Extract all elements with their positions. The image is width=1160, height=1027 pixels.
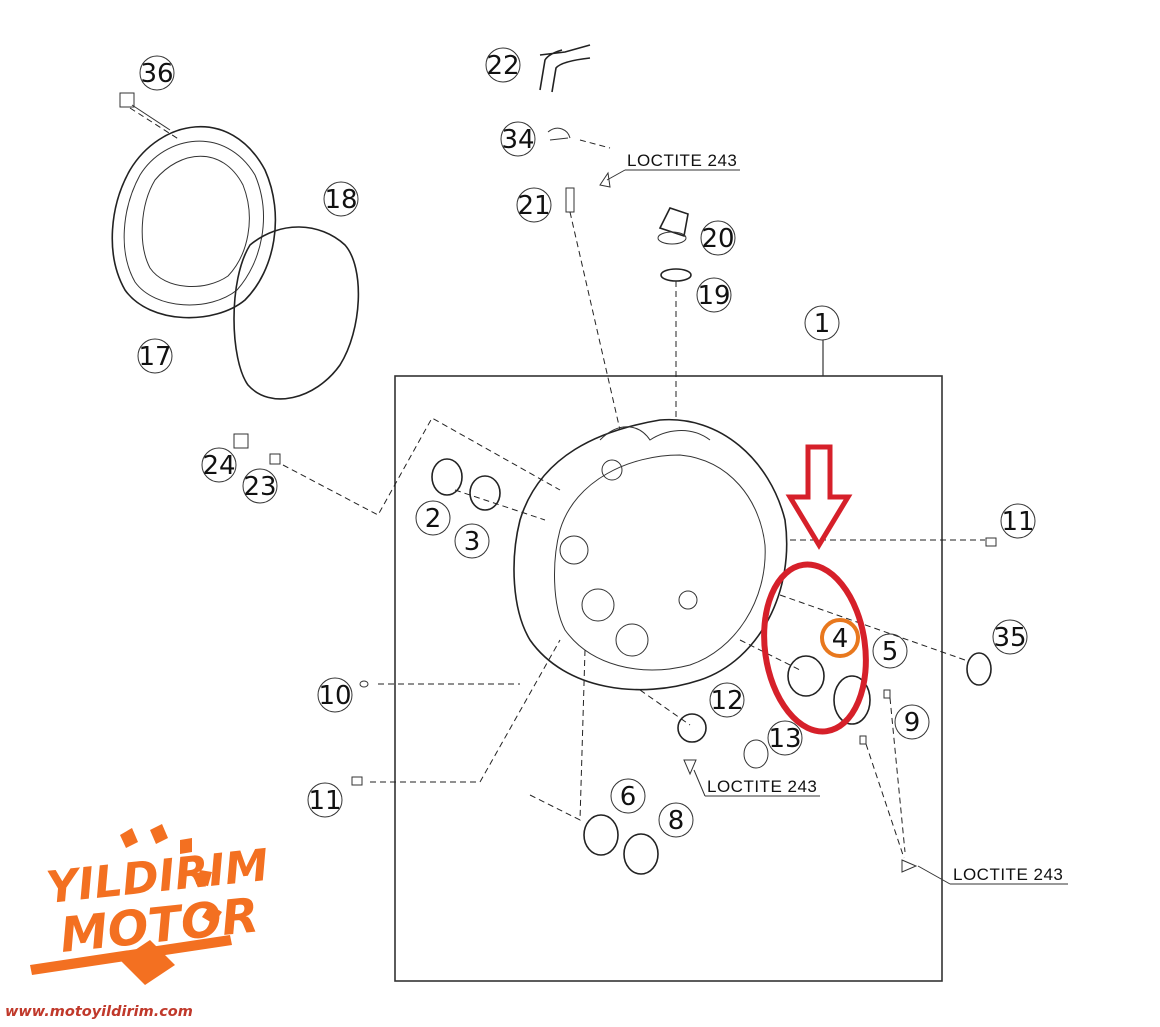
callout-label-12: 12 (710, 686, 743, 716)
yildirim-motor-logo: YILDIRIM MOTOR (30, 824, 271, 985)
callout-label-23: 23 (243, 472, 276, 502)
loctite-label-bottom: LOCTITE 243 (917, 865, 1068, 885)
callout-18: 18 (323, 181, 359, 217)
callout-24: 24 (201, 447, 237, 483)
callout-10: 10 (317, 677, 353, 713)
callout-label-10: 10 (318, 681, 351, 711)
callout-13: 13 (767, 720, 803, 756)
callout-34: 34 (500, 121, 536, 157)
callout-label-34: 34 (501, 125, 534, 155)
callout-11-right: 11 (1000, 503, 1036, 539)
callout-12: 12 (709, 682, 745, 718)
seal-part-2 (431, 458, 463, 496)
loctite-label-middle: LOCTITE 243 (693, 769, 820, 797)
callout-11-left: 11 (307, 782, 343, 818)
clutch-housing-part-1 (513, 418, 788, 691)
bearing-part-4 (787, 655, 825, 697)
clip-part-34 (547, 127, 571, 141)
loctite-text-top: LOCTITE 243 (627, 151, 737, 170)
screw-loctite-mid (683, 759, 697, 776)
highlight-arrow (785, 444, 853, 550)
callout-20: 20 (700, 220, 736, 256)
pin-part-11-left (351, 776, 363, 786)
callout-label-2: 2 (425, 504, 442, 534)
callout-label-21: 21 (517, 191, 550, 221)
callout-label-13: 13 (768, 724, 801, 754)
callout-1: 1 (804, 305, 840, 341)
callout-label-8: 8 (668, 806, 685, 836)
callout-label-20: 20 (701, 224, 734, 254)
callout-label-6: 6 (620, 782, 637, 812)
loctite-text-middle: LOCTITE 243 (707, 777, 817, 796)
oring-part-35 (966, 652, 992, 686)
callout-21: 21 (516, 187, 552, 223)
callout-label-24: 24 (202, 451, 235, 481)
callout-17: 17 (137, 338, 173, 374)
callout-label-17: 17 (138, 342, 171, 372)
callout-label-22: 22 (486, 51, 519, 81)
callout-label-1: 1 (814, 309, 831, 339)
clutch-cover-part-17 (111, 92, 277, 319)
callout-35: 35 (992, 619, 1028, 655)
callout-8: 8 (658, 802, 694, 838)
assembly-lines (129, 107, 985, 859)
highlight-ellipse (761, 561, 869, 735)
seal-part-3 (469, 475, 501, 511)
seal-part-8 (623, 833, 659, 875)
part-12 (677, 713, 707, 743)
callout-label-9: 9 (904, 708, 921, 738)
callout-label-11-right: 11 (1001, 507, 1034, 537)
loctite-text-bottom: LOCTITE 243 (953, 865, 1063, 884)
bolt-part-21 (565, 187, 621, 431)
callout-23: 23 (242, 468, 278, 504)
screw-part-9 (883, 689, 891, 699)
website-url[interactable]: www.motoyildirim.com (5, 1004, 193, 1020)
callout-label-36: 36 (140, 59, 173, 89)
callout-3: 3 (454, 523, 490, 559)
washer-part-23 (269, 453, 281, 465)
callout-19: 19 (696, 277, 732, 313)
gasket-part-18 (233, 226, 360, 400)
callout-6: 6 (610, 778, 646, 814)
callout-22: 22 (485, 47, 521, 83)
assembly-frame (394, 375, 943, 982)
loctite-label-top: LOCTITE 243 (606, 151, 740, 181)
callout-label-19: 19 (697, 281, 730, 311)
seal-part-6 (583, 814, 619, 856)
oring-part-13 (743, 739, 769, 769)
callout-label-35: 35 (993, 623, 1026, 653)
callout-4: 4 (832, 624, 849, 654)
hose-part-22 (539, 44, 591, 93)
callout-36: 36 (139, 55, 175, 91)
screw-loctite-top (599, 171, 611, 188)
callout-9: 9 (894, 704, 930, 740)
seal-part-5 (833, 675, 871, 725)
logo-gear-icon (30, 824, 232, 985)
callout-label-5: 5 (882, 637, 899, 667)
pin-part-10 (359, 680, 369, 688)
oil-plug-part-20 (657, 207, 692, 420)
callout-label-18: 18 (324, 185, 357, 215)
plug-part-24 (233, 433, 249, 449)
part-4-highlight-ring (820, 618, 860, 658)
callout-2: 2 (415, 500, 451, 536)
callout-5: 5 (872, 633, 908, 669)
screw-part-9b (859, 735, 867, 745)
callout-label-11-left: 11 (308, 786, 341, 816)
screw-loctite-bottom (901, 859, 918, 873)
callout-label-4: 4 (832, 624, 849, 654)
pin-part-11-right (985, 537, 997, 547)
callout-label-3: 3 (464, 527, 481, 557)
